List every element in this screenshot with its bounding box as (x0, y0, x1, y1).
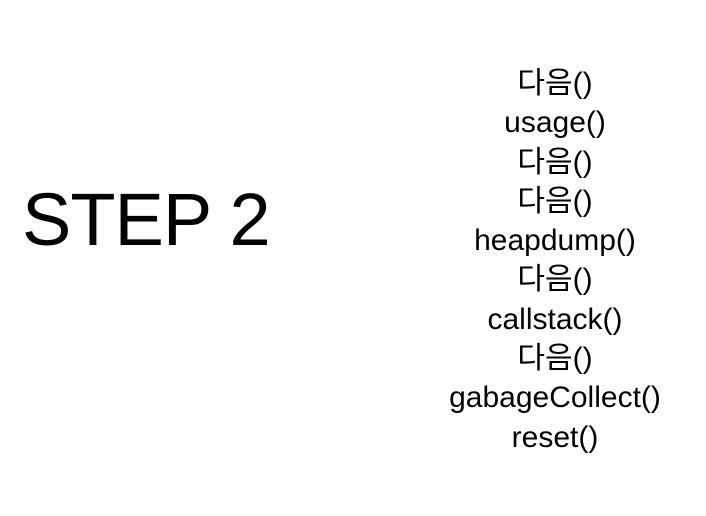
call-item: 다음() (517, 67, 593, 100)
call-item: 다음() (517, 263, 593, 297)
call-item: usage() (504, 106, 606, 140)
call-item: gabageCollect() (449, 381, 661, 415)
call-item: reset() (511, 420, 599, 454)
step-title: STEP 2 (22, 178, 271, 261)
call-item: heapdump() (474, 224, 636, 258)
call-item: callstack() (487, 302, 623, 336)
call-item: 다음() (517, 342, 593, 376)
call-sequence-list: 다음() usage() 다음() 다음() heapdump() 다음() c… (404, 64, 706, 457)
call-item: 다음() (517, 145, 593, 179)
call-item: 다음() (517, 184, 593, 218)
